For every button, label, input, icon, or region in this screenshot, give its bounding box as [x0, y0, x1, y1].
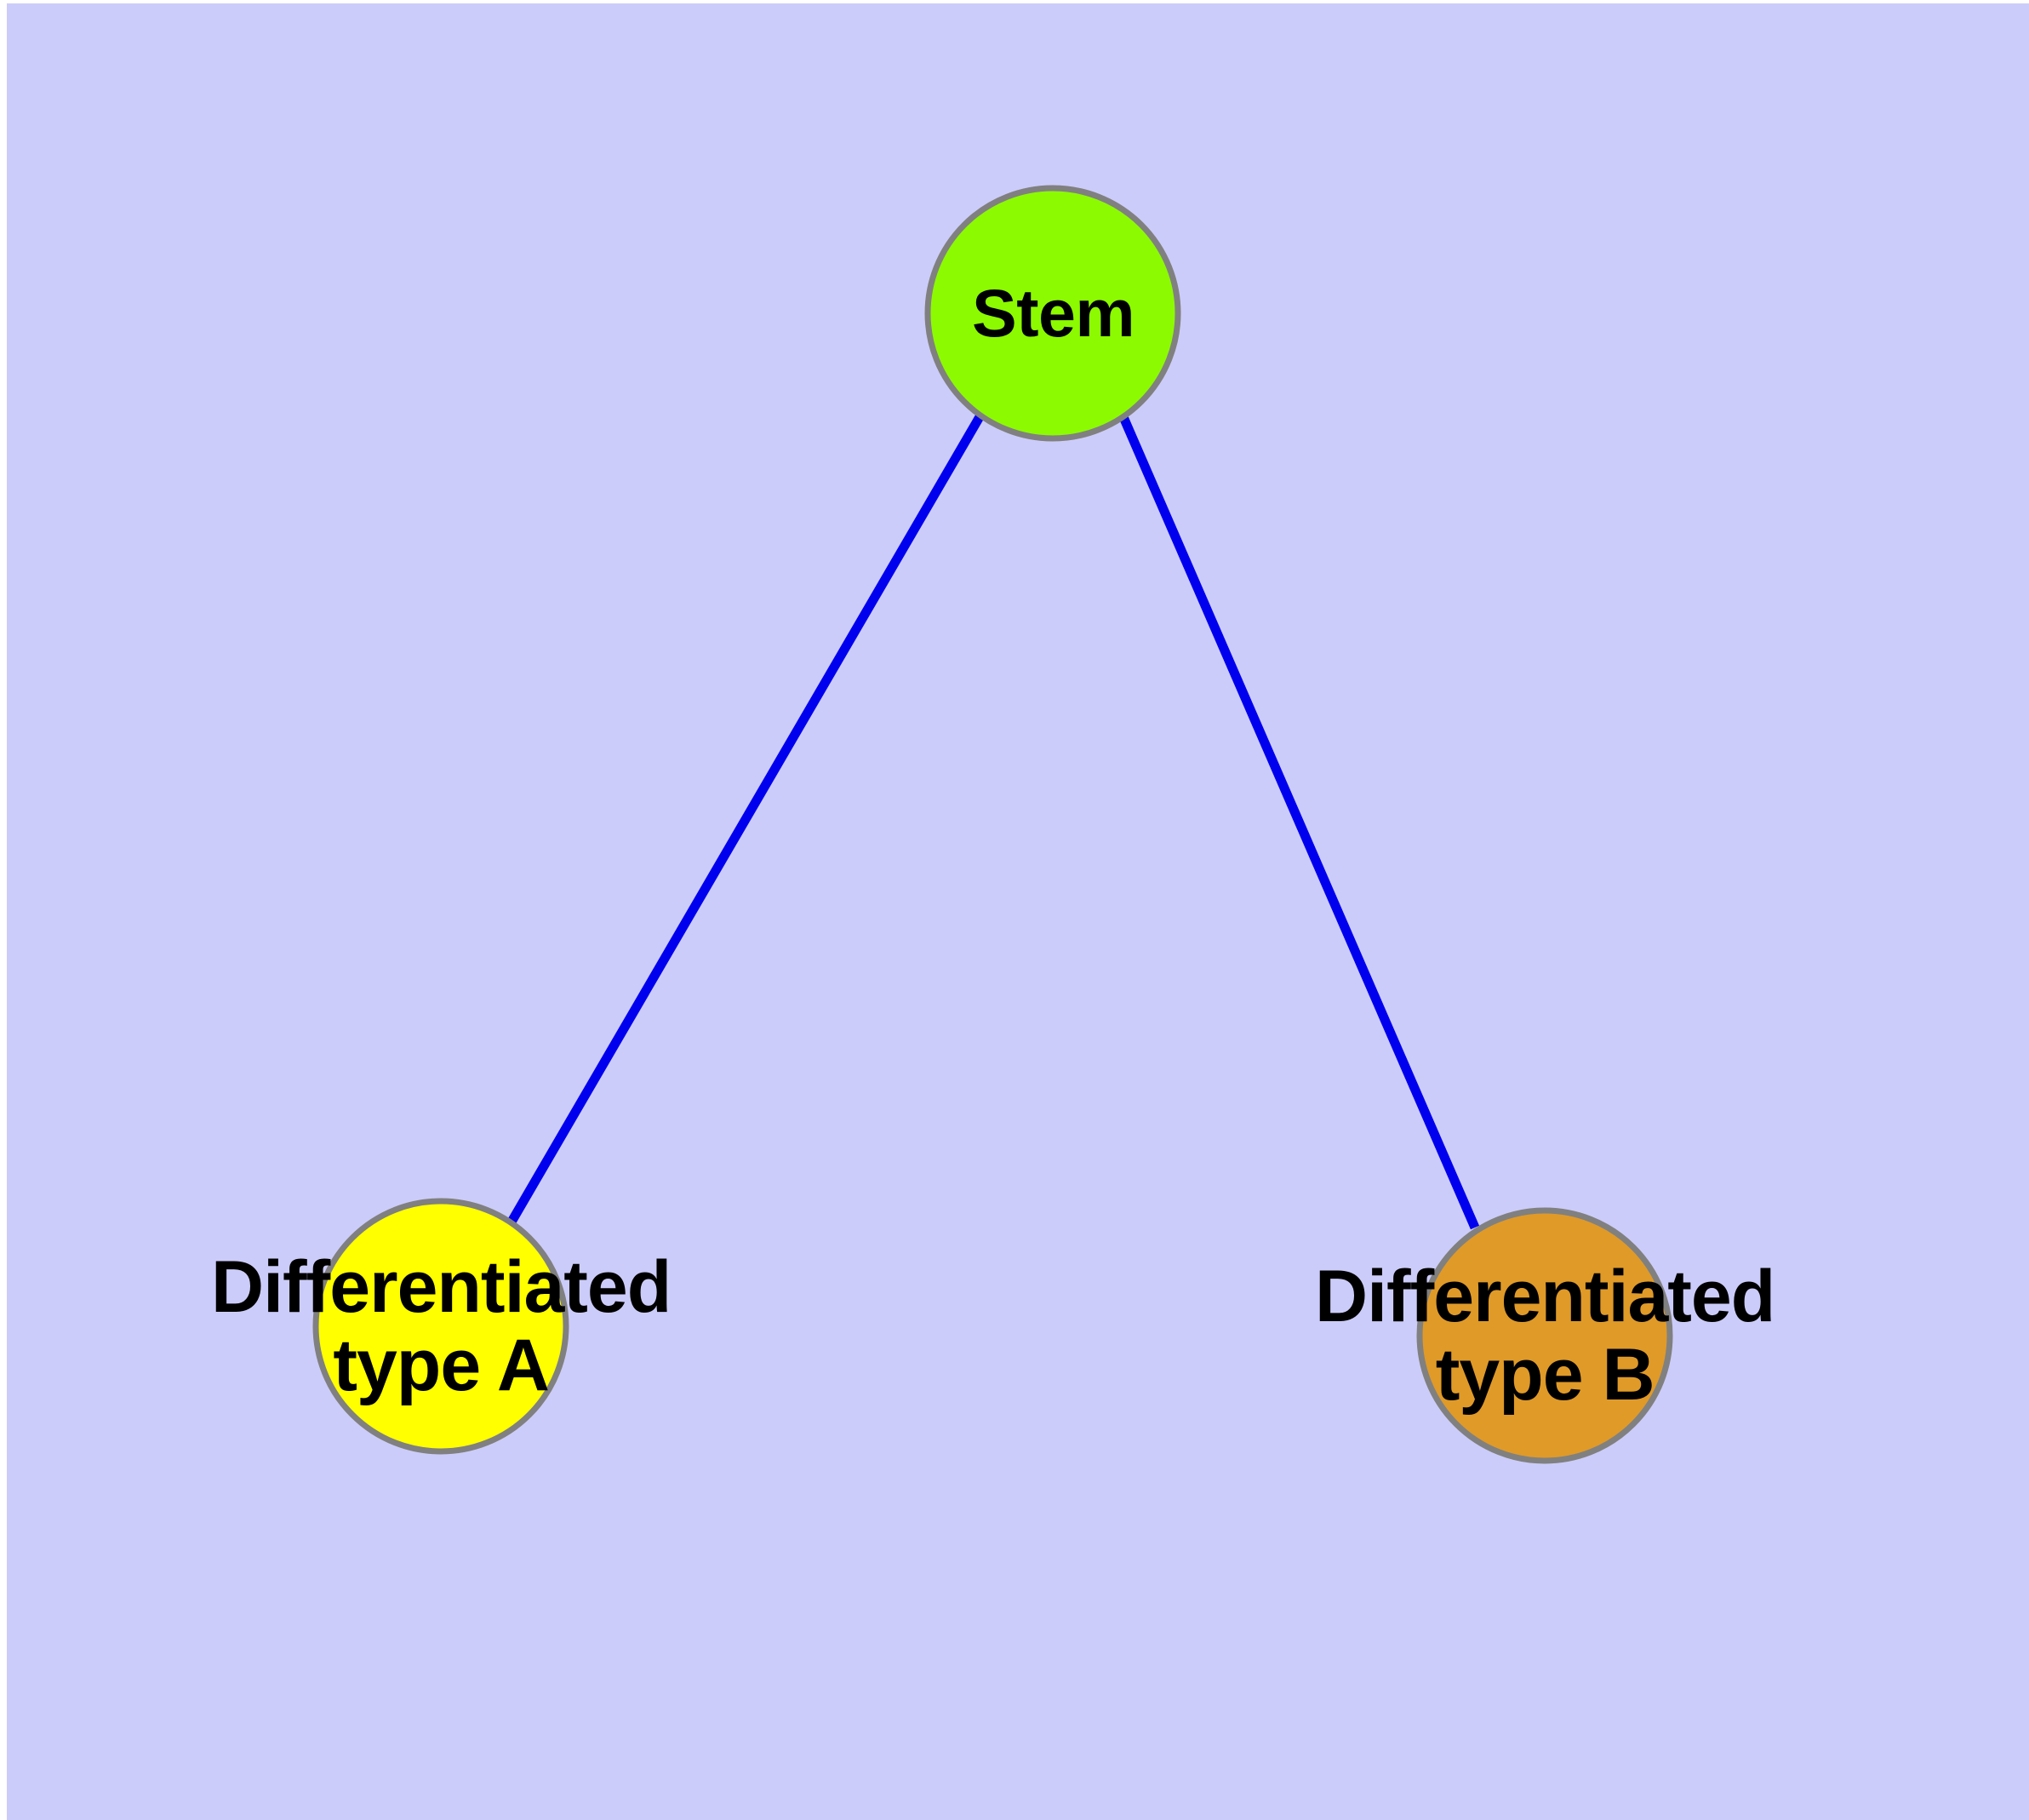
graph-node-stem[interactable] — [924, 185, 1181, 442]
node-layer — [312, 185, 1673, 1464]
graph-edge[interactable] — [1118, 415, 1480, 1230]
edge-layer — [506, 413, 1480, 1230]
graph-node-diff_b[interactable] — [1416, 1207, 1673, 1464]
graph-node-diff_a[interactable] — [312, 1198, 569, 1455]
graph-edge[interactable] — [506, 413, 985, 1226]
